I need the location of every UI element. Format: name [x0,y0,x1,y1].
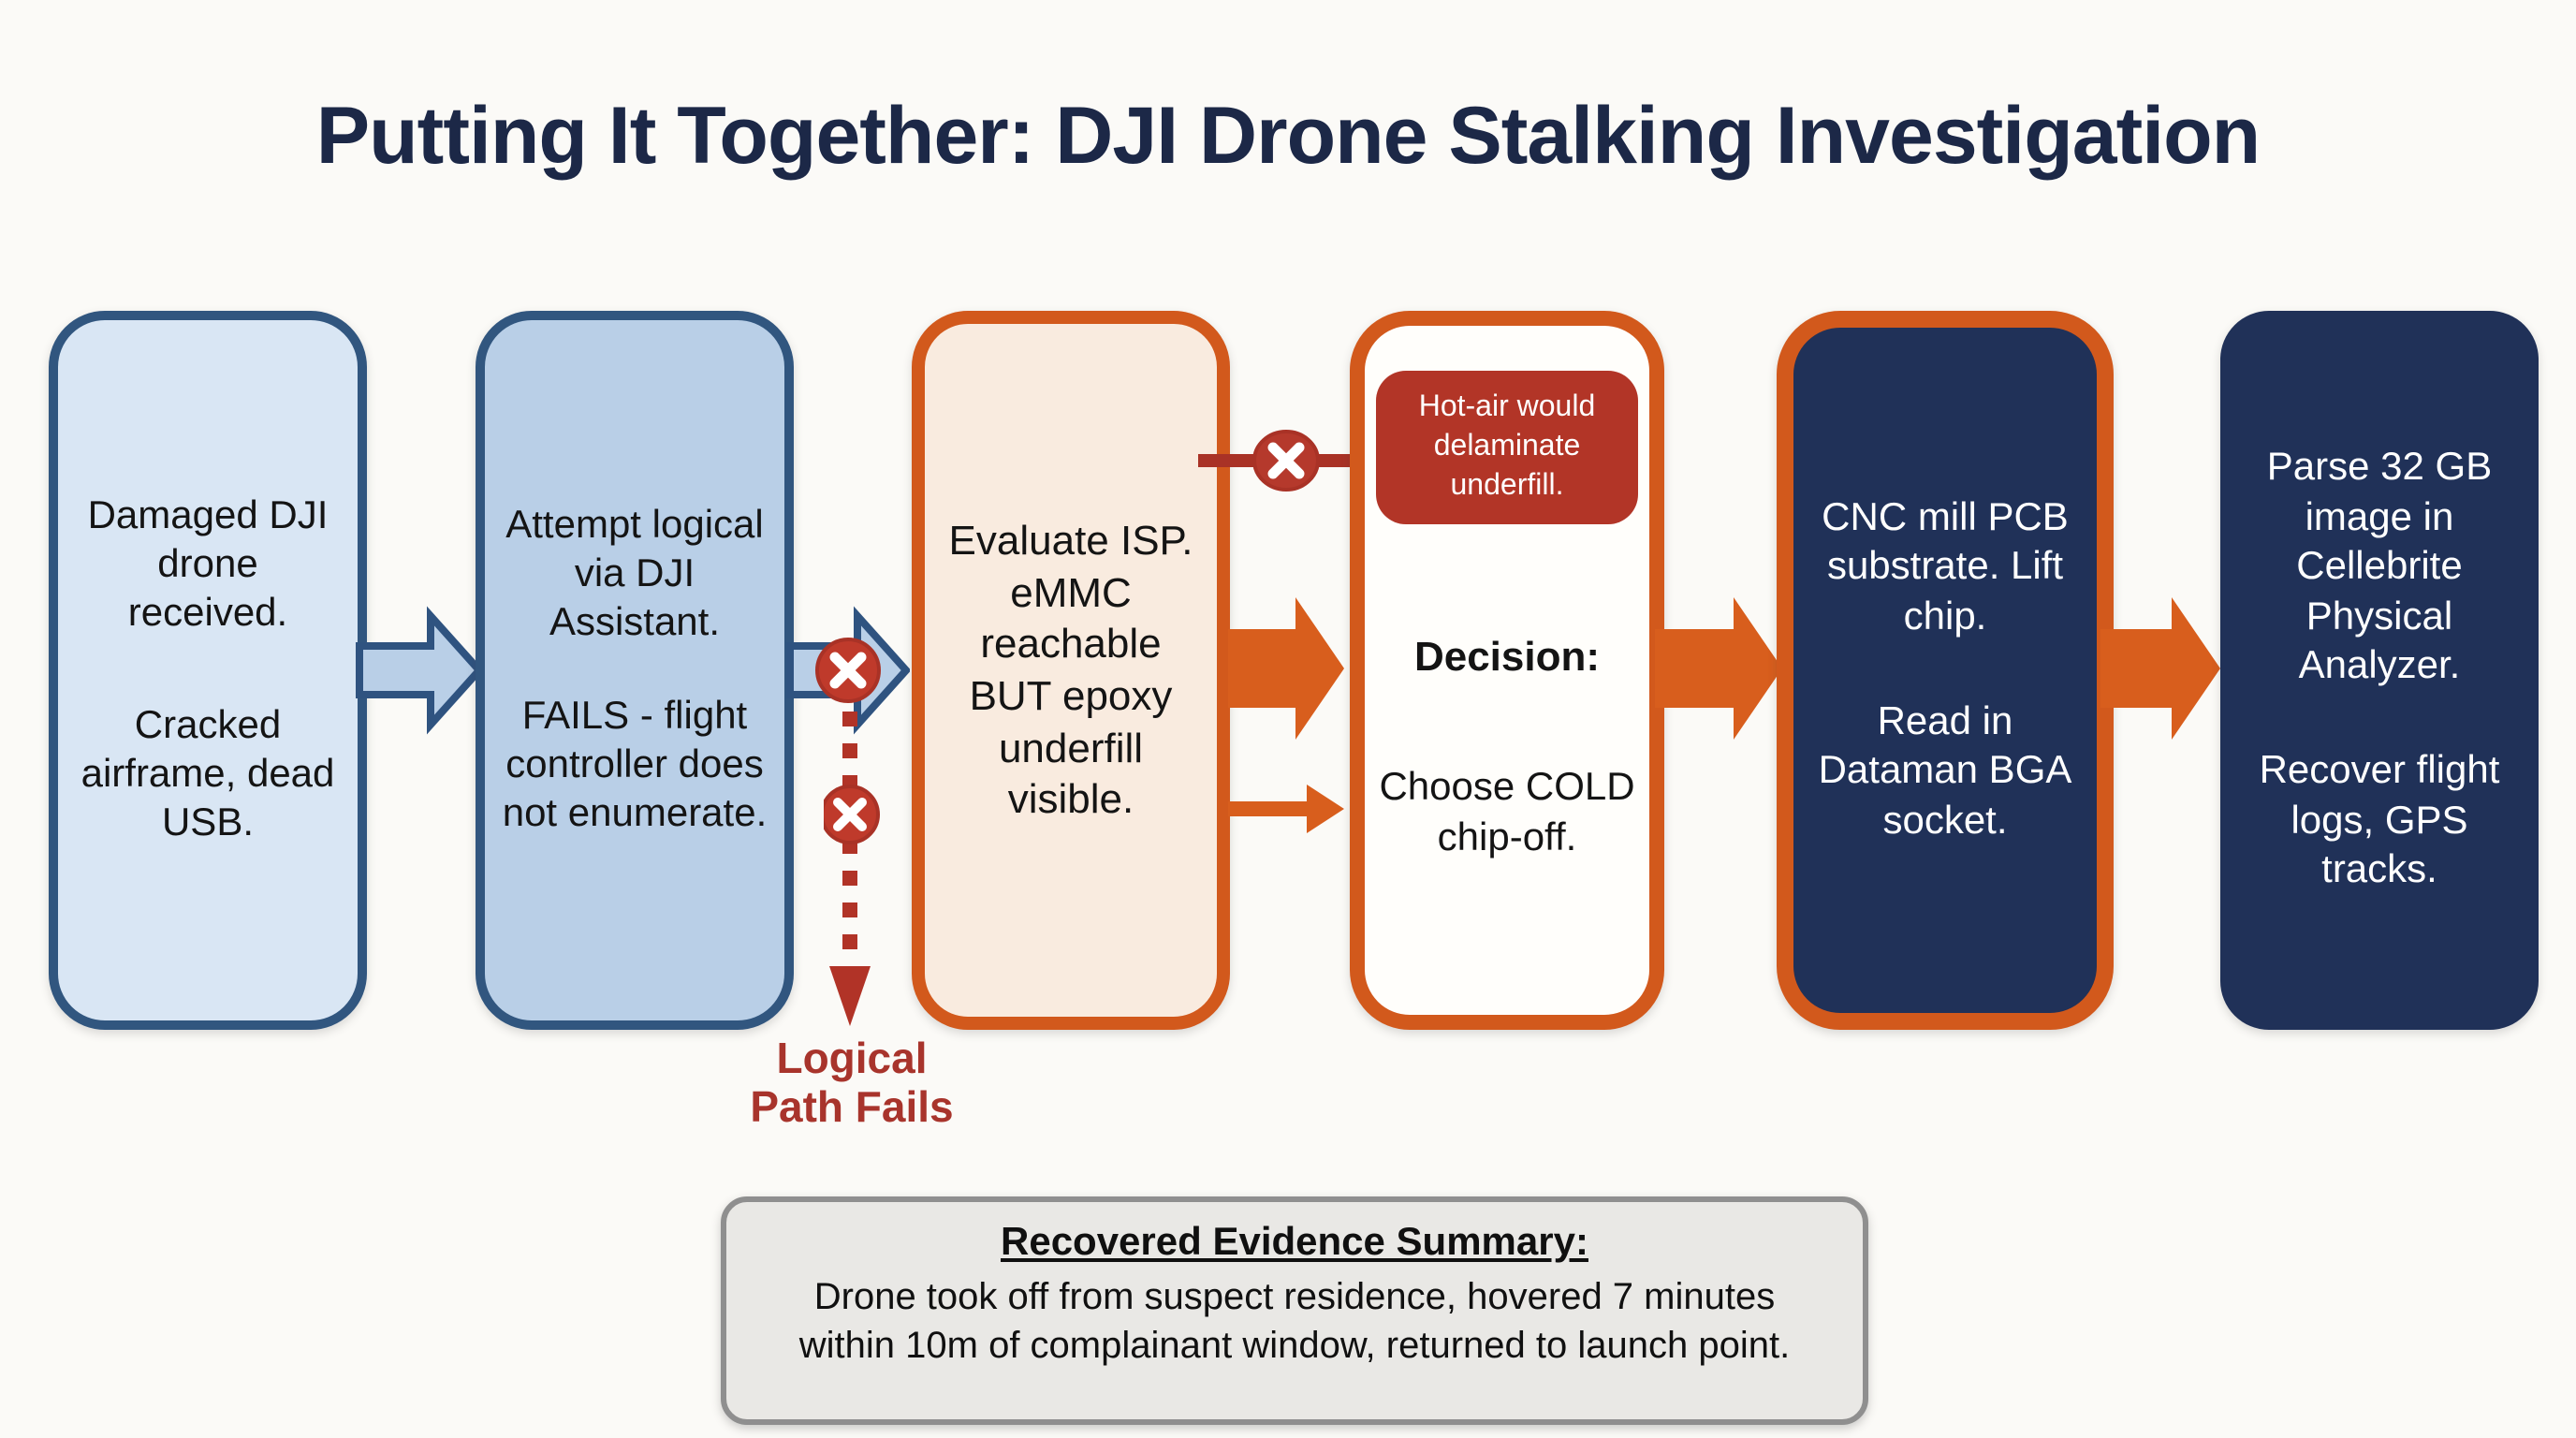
step-logical-attempt-box: Attempt logical via DJI Assistant. FAILS… [476,311,794,1030]
arrow-right-icon [356,606,483,735]
decision-body: Choose COLD chip-off. [1379,766,1635,859]
arrow-right-icon [1228,597,1344,740]
step-parse-image-box: Parse 32 GB image in Cellebrite Physical… [2220,311,2539,1030]
summary-title: Recovered Evidence Summary: [1001,1221,1588,1264]
step-text: Cracked airframe, dead USB. [80,704,335,845]
step-text: CNC mill PCB substrate. Lift chip. [1822,495,2069,638]
summary-body: Drone took off from suspect residence, h… [798,1277,1791,1367]
logical-fail-dotted-arrow [824,712,880,1026]
decision-label: Decision: [1413,633,1601,681]
step-evaluate-isp-box: Evaluate ISP. eMMC reachable BUT epoxy u… [912,311,1230,1030]
step-text: Evaluate ISP. eMMC reachable BUT epoxy u… [948,516,1193,823]
step-chip-off-box: CNC mill PCB substrate. Lift chip. Read … [1777,311,2114,1030]
arrow-right-icon [2100,597,2220,740]
arrow-right-thin-icon [1228,785,1344,833]
step-damaged-drone-box: Damaged DJI drone received. Cracked airf… [49,311,367,1030]
step-text: Recover flight logs, GPS tracks. [2259,749,2500,892]
step-decision-box: Hot-air would delaminate underfill. Deci… [1350,311,1664,1030]
logical-path-fails-label: Logical Path Fails [750,1034,954,1132]
step-text: Read in Dataman BGA socket. [1818,700,2072,843]
step-text: Damaged DJI drone received. [87,493,329,635]
step-text: Parse 32 GB image in Cellebrite Physical… [2266,446,2493,687]
step-text: FAILS - flight controller does not enume… [502,695,768,836]
recovered-evidence-summary-box: Recovered Evidence Summary: Drone took o… [721,1196,1868,1425]
arrow-right-fail-icon [786,606,910,735]
hot-air-warning-chip: Hot-air would delaminate underfill. [1376,371,1638,525]
page-title: Putting It Together: DJI Drone Stalking … [315,91,2261,182]
arrow-right-icon [1655,597,1782,740]
step-text: Attempt logical via DJI Assistant. [505,503,764,644]
